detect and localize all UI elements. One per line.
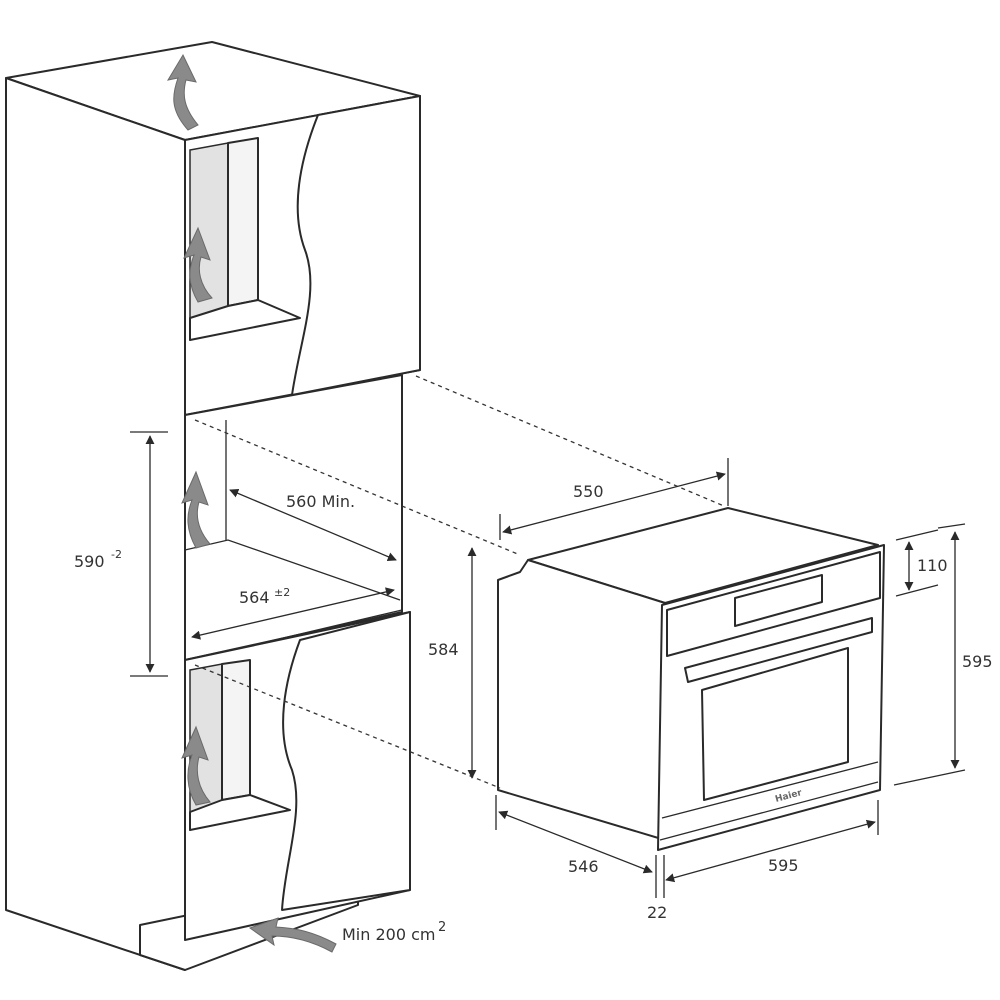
- airflow-arrow-middle: [181, 470, 211, 549]
- projection-lines: [194, 375, 725, 789]
- label-niche-height: 590: [74, 552, 105, 571]
- oven-niche: [184, 374, 403, 661]
- label-niche-width-tolerance: ±2: [274, 586, 290, 599]
- oven-unit: Haier: [497, 507, 885, 851]
- upper-compartment: [184, 95, 421, 416]
- dimension-labels: 550 560 Min. 590 -2 564 ±2 584 110 595 5…: [74, 482, 993, 944]
- oven-display: [734, 574, 823, 627]
- cabinet-left-side: [5, 77, 186, 971]
- label-niche-width: 564: [239, 588, 270, 607]
- label-oven-body-depth: 546: [568, 857, 599, 876]
- label-oven-depth: 550: [573, 482, 604, 501]
- label-oven-front-width: 595: [768, 856, 799, 875]
- label-control-panel-height: 110: [917, 556, 948, 575]
- airflow-arrow-upper: [183, 226, 213, 303]
- label-oven-body-height: 584: [428, 640, 459, 659]
- oven-handle: [684, 617, 873, 683]
- label-oven-front-height: 595: [962, 652, 993, 671]
- lower-compartment: [184, 611, 411, 941]
- label-niche-height-tolerance: -2: [111, 548, 122, 561]
- airflow-arrow-intake: [248, 917, 337, 953]
- lower-door: [281, 611, 411, 911]
- label-ventilation: Min 200 cm: [342, 925, 435, 944]
- oven-door-window: [701, 647, 849, 801]
- airflow-arrows: [166, 53, 337, 953]
- label-niche-depth-min: 560 Min.: [286, 492, 355, 511]
- dimension-lines: [130, 431, 966, 898]
- airflow-arrow-top: [166, 53, 199, 131]
- upper-door: [291, 95, 421, 396]
- label-ventilation-exponent: 2: [438, 920, 446, 935]
- airflow-arrow-lower: [181, 725, 211, 806]
- oven-body: [497, 559, 666, 841]
- label-door-thickness: 22: [647, 903, 667, 922]
